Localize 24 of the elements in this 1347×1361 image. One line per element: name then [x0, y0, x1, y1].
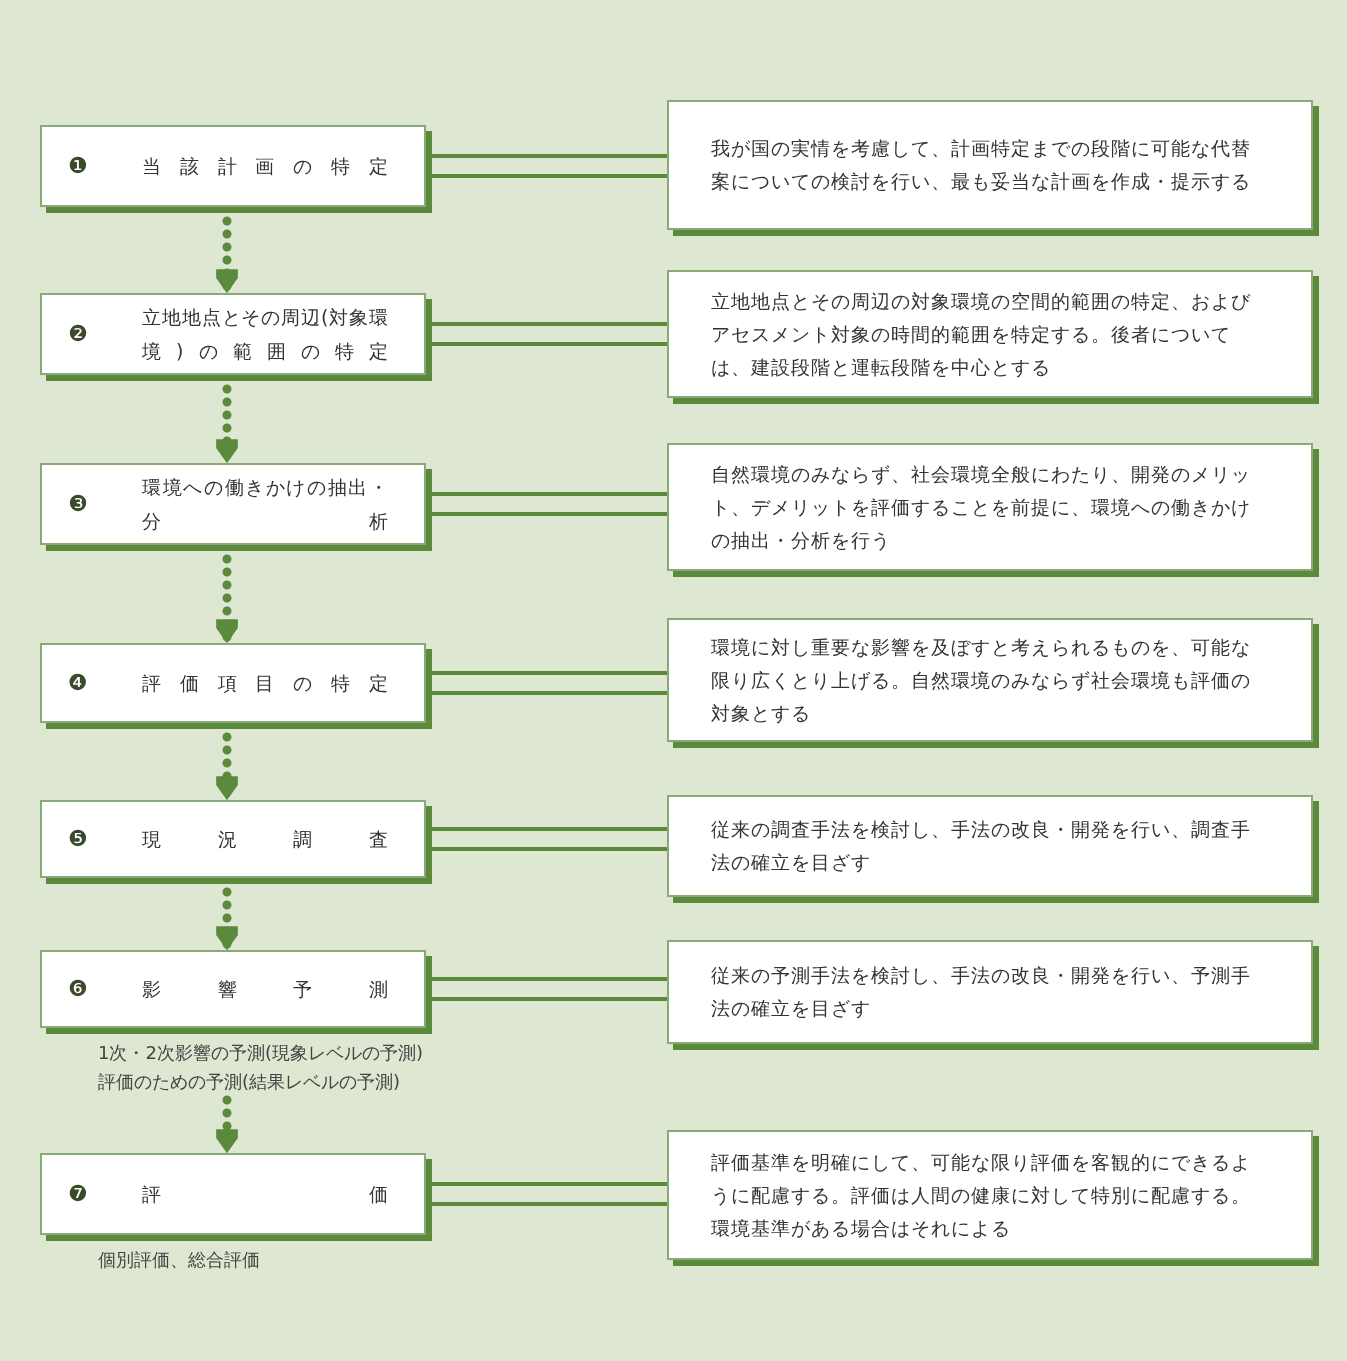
step-title: 環境への働きかけの抽出・分析	[142, 475, 388, 534]
step-number: ❶	[68, 155, 88, 177]
step-number: ❼	[68, 1183, 88, 1205]
description-text: 従来の予測手法を検討し、手法の改良・開発を行い、予測手法の確立を目ざす	[710, 963, 1252, 1021]
step-number: ❻	[68, 978, 88, 1000]
note-text: 1次・2次影響の予測(現象レベルの予測)	[98, 1041, 423, 1065]
description-text: 環境に対し重要な影響を及ぼすと考えられるものを、可能な限り広くとり上げる。自然環境のみならず社会環境も評価の対象とする	[710, 634, 1252, 726]
step-title: 評価項目の特定	[142, 671, 388, 696]
step-number: ❹	[68, 672, 88, 694]
step-number: ❺	[68, 828, 88, 850]
note-text: 個別評価、総合評価	[98, 1248, 260, 1272]
note-text: 評価のための予測(結果レベルの予測)	[98, 1070, 401, 1094]
step-title: 影響予測	[142, 977, 388, 1002]
step-title: 当該計画の特定	[142, 154, 388, 179]
description-text: 立地地点とその周辺の対象環境の空間的範囲の特定、およびアセスメント対象の時間的範囲を特定する。後者については、建設段階と運転段階を中心とする	[710, 288, 1252, 380]
description-text: 我が国の実情を考慮して、計画特定までの段階に可能な代替案についての検討を行い、最も妥当な計画を作成・提示する	[710, 136, 1252, 194]
step-title: 評価	[142, 1182, 388, 1207]
step-title: 現況調査	[142, 827, 388, 852]
description-text: 評価基準を明確にして、可能な限り評価を客観的にできるように配慮する。評価は人間の健康に対して特別に配慮する。環境基準がある場合はそれによる	[710, 1149, 1252, 1241]
description-text: 従来の調査手法を検討し、手法の改良・開発を行い、調査手法の確立を目ざす	[710, 817, 1252, 875]
step-number: ❸	[68, 493, 88, 515]
step-number: ❷	[68, 323, 88, 345]
step-title: 立地地点とその周辺(対象環境)の範囲の特定	[142, 305, 388, 364]
description-text: 自然環境のみならず、社会環境全般にわたり、開発のメリット、デメリットを評価することを前提に、環境への働きかけの抽出・分析を行う	[710, 461, 1252, 553]
